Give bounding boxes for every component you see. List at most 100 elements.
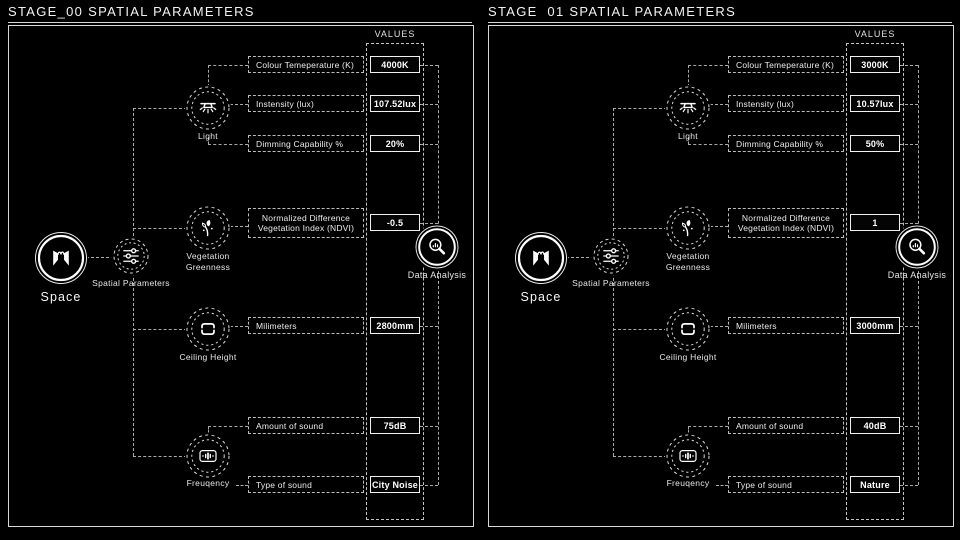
connector [688,137,689,144]
connector [900,485,918,486]
connector [133,456,187,457]
stage-00-title: STAGE_00 SPATIAL PARAMETERS [8,4,255,19]
connector [688,65,728,66]
connector [133,329,187,330]
param-dimming: Dimming Capability % [248,135,364,152]
title-underline [8,22,472,23]
frequency-node [185,433,231,479]
space-label: Space [520,290,562,304]
vegetation-label: Vegetation Greenness [185,251,231,273]
param-colour-temperature: Colour Temeperature (K) [728,56,844,73]
connector [900,65,918,66]
connector [613,228,667,229]
ceiling-height-node [665,306,711,352]
spatial-parameters-label: Spatial Parameters [572,278,650,288]
connector [613,108,614,456]
connector [688,144,728,145]
space-node [514,231,568,285]
sound-wave-icon [679,449,697,463]
values-column [846,43,904,520]
value-amount-of-sound: 75dB [370,417,420,434]
connector [710,226,728,227]
value-colour-temperature: 3000K [850,56,900,73]
connector [688,65,689,87]
connector [420,326,438,327]
light-label: Light [678,131,698,141]
ceiling-height-node [185,306,231,352]
connector [133,108,187,109]
connector [918,65,919,485]
connector [716,485,728,486]
sprout-icon [681,220,693,237]
connector [208,426,248,427]
data-analysis-label: Data Analysis [887,270,947,280]
param-dimming: Dimming Capability % [728,135,844,152]
connector [900,426,918,427]
ceiling-height-label: Ceiling Height [179,352,237,362]
space-label: Space [40,290,82,304]
magnifier-chart-icon [909,238,926,255]
values-header: VALUES [854,29,896,39]
data-analysis-node [414,224,460,270]
value-colour-temperature: 4000K [370,56,420,73]
connector [613,329,667,330]
panel-stage-01: VALUES Colour Temeperature (K) Instensit… [488,25,954,527]
connector [688,426,728,427]
connector [208,426,209,436]
frequency-label: Freuqency [186,478,230,488]
vegetation-node [665,205,711,251]
vegetation-label: Vegetation Greenness [665,251,711,273]
connector [420,485,438,486]
connector [230,104,248,105]
value-ndvi: 1 [850,214,900,231]
connector [86,257,114,258]
space-icon [533,250,549,266]
connector [900,144,918,145]
data-analysis-label: Data Analysis [407,270,467,280]
vegetation-node [185,205,231,251]
param-colour-temperature: Colour Temeperature (K) [248,56,364,73]
connector [613,108,667,109]
frequency-label: Freuqency [666,478,710,488]
value-type-of-sound: City Noise [370,476,420,493]
space-node [34,231,88,285]
connector [230,226,248,227]
light-node [185,85,231,131]
connector [420,144,438,145]
param-intensity: Instensity (lux) [248,95,364,112]
param-milimeters: Milimeters [728,317,844,334]
sliders-icon [123,248,139,264]
sprout-icon [201,220,213,237]
panel-stage-00: VALUES Colour Temeperature (K) Instensit… [8,25,474,527]
connector [230,326,248,327]
spatial-parameters-node [591,236,631,276]
spatial-parameters-label: Spatial Parameters [92,278,170,288]
connector [133,108,134,456]
values-header: VALUES [374,29,416,39]
param-amount-of-sound: Amount of sound [248,417,364,434]
value-type-of-sound: Nature [850,476,900,493]
value-intensity: 107.52lux [370,95,420,112]
ceiling-light-icon [679,102,697,114]
ceiling-height-icon [681,323,695,335]
ceiling-height-label: Ceiling Height [659,352,717,362]
param-milimeters: Milimeters [248,317,364,334]
value-dimming: 20% [370,135,420,152]
connector [710,326,728,327]
param-ndvi: Normalized Difference Vegetation Index (… [728,208,844,238]
value-milimeters: 2800mm [370,317,420,334]
connector [208,137,209,144]
connector [438,65,439,485]
connector [236,485,248,486]
value-intensity: 10.57lux [850,95,900,112]
connector [900,223,918,224]
stage-01-title: STAGE 01 SPATIAL PARAMETERS [488,4,737,19]
title-underline [488,22,952,23]
param-type-of-sound: Type of sound [248,476,364,493]
connector [900,326,918,327]
connector [900,104,918,105]
connector [566,257,594,258]
connector [420,223,438,224]
value-amount-of-sound: 40dB [850,417,900,434]
